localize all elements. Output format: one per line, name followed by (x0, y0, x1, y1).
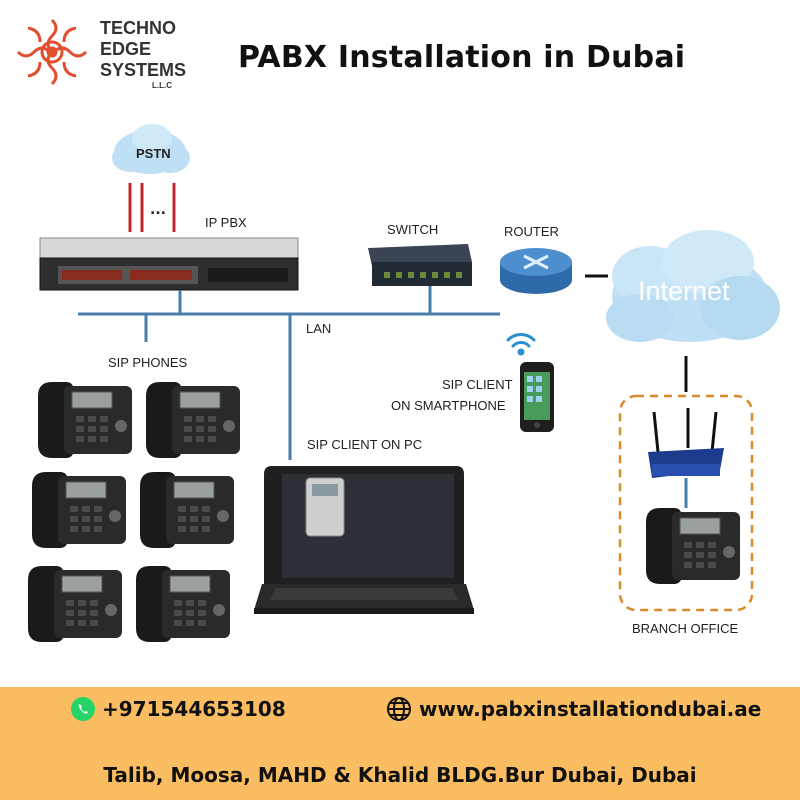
pstn-cloud (112, 124, 190, 174)
sip-client-smartphone-label-2: ON SMARTPHONE (391, 398, 506, 413)
brand-suffix: L.L.C (152, 81, 172, 90)
whatsapp-icon[interactable] (70, 696, 96, 722)
trunk-ellipsis: ... (150, 202, 166, 218)
wifi-icon (506, 333, 536, 356)
ip-pbx-label: IP PBX (205, 215, 247, 230)
switch-label: SWITCH (387, 222, 439, 237)
page-title: PABX Installation in Dubai (238, 40, 686, 75)
lan-lines (78, 286, 688, 508)
branch-wifi-router (648, 408, 724, 478)
sip-client-smartphone-label-1: SIP CLIENT (442, 377, 513, 392)
branch-office-border (618, 394, 754, 612)
wan-lines (585, 274, 688, 392)
laptop (254, 466, 474, 614)
branch-office-label: BRANCH OFFICE (632, 621, 739, 636)
sip-phone-1 (37, 381, 133, 459)
lan-label: LAN (306, 321, 332, 336)
website-link[interactable]: www.pabxinstallationdubai.ae (419, 697, 762, 721)
trunk-lines (128, 183, 176, 232)
branch-phone (645, 507, 741, 585)
sip-phone-2 (145, 381, 241, 459)
pstn-label: PSTN (136, 146, 171, 161)
logo-emblem (16, 18, 88, 86)
smartphone (520, 362, 554, 432)
sip-phone-3 (31, 471, 127, 549)
sip-phone-4 (139, 471, 235, 549)
company-name: TECHNO EDGE SYSTEMS L.L.C (100, 18, 186, 91)
internet-label: Internet (638, 276, 730, 306)
ip-pbx-server (39, 237, 299, 291)
brand-line-2: EDGE (100, 39, 152, 59)
sip-client-pc-label: SIP CLIENT ON PC (307, 437, 423, 452)
brand-line-3: SYSTEMS (100, 60, 187, 80)
phone-number[interactable]: +971544653108 (102, 697, 286, 721)
brand-line-1: TECHNO (100, 18, 176, 38)
switch-device (368, 244, 472, 286)
router-label: ROUTER (504, 224, 559, 239)
sip-phones-label: SIP PHONES (108, 355, 188, 370)
internet-cloud (606, 230, 780, 342)
sip-phone-5 (27, 565, 123, 643)
footer-band (0, 687, 800, 800)
address-text: Talib, Moosa, MAHD & Khalid BLDG.Bur Dub… (103, 763, 697, 787)
globe-icon (387, 697, 411, 721)
router-device (500, 248, 572, 294)
sip-phone-6 (135, 565, 231, 643)
network-diagram (27, 124, 780, 643)
